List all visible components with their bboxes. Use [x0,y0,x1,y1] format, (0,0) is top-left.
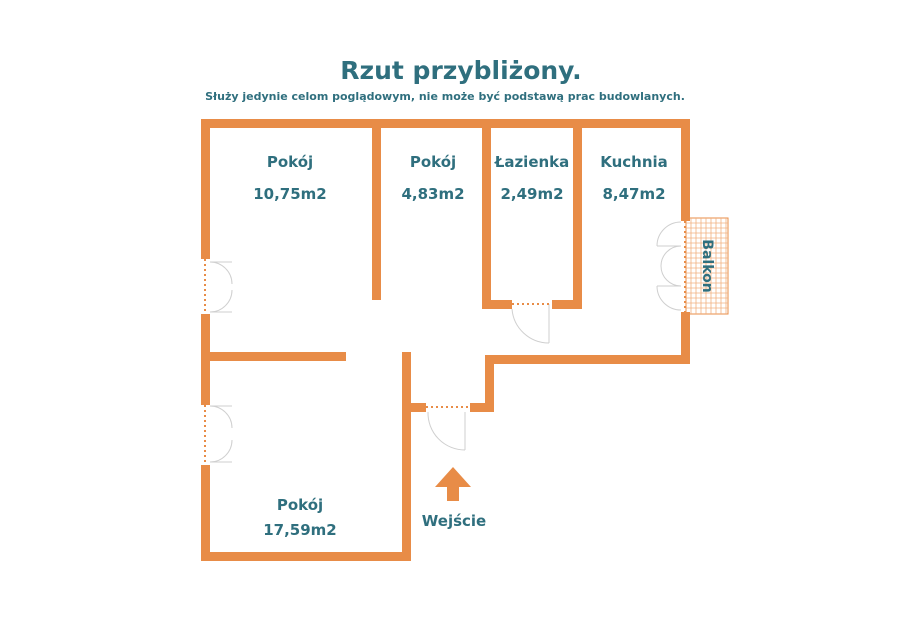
balcony-label: Balkon [699,239,715,293]
room-5-name: Pokój [276,496,324,514]
dotted-openings [204,221,686,465]
room-2-name: Pokój [409,153,457,171]
room-1-name: Pokój [266,153,314,171]
room-3-name: Łazienka [494,153,570,171]
room-2-area: 4,83m2 [401,185,465,203]
balcony-grid [685,217,729,315]
room-1-area: 10,75m2 [253,185,327,203]
room-3-area: 2,49m2 [500,185,564,203]
walls [201,119,690,561]
entrance-label: Wejście [421,512,487,530]
plan-subtitle: Służy jedynie celom poglądowym, nie może… [205,90,685,103]
plan-title: Rzut przybliżony. [340,56,582,85]
arrow-up-icon [435,467,471,501]
room-4-area: 8,47m2 [602,185,666,203]
room-5-area: 17,59m2 [263,521,337,539]
room-4-name: Kuchnia [600,153,668,171]
door-swings [209,221,682,463]
